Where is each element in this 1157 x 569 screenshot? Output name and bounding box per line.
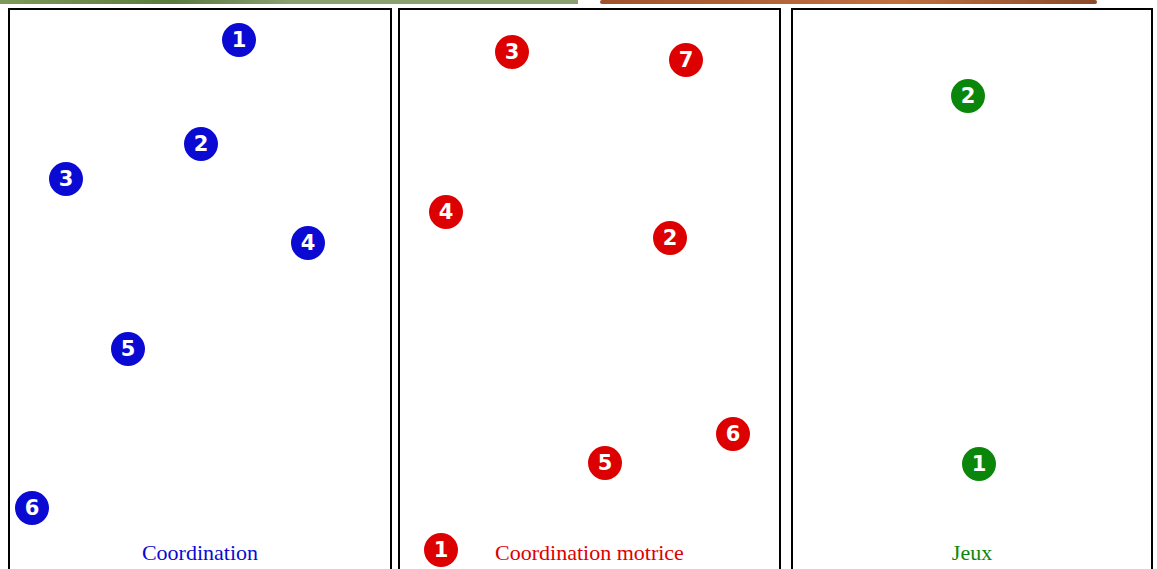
callout-number-text: 4 [301, 233, 316, 254]
callout-number-text: 7 [679, 50, 694, 71]
callout-number: 4 [429, 195, 463, 229]
callout-number: 2 [951, 79, 985, 113]
callout-number: 6 [15, 491, 49, 525]
callout-number-text: 3 [59, 169, 74, 190]
callout-number-text: 1 [232, 30, 247, 51]
callout-number: 2 [184, 127, 218, 161]
callout-number-text: 6 [726, 424, 741, 445]
callout-number: 4 [291, 226, 325, 260]
callout-number-text: 3 [505, 42, 520, 63]
callout-number: 5 [588, 446, 622, 480]
panel-title: Coordination [10, 540, 390, 566]
callout-number-text: 5 [598, 453, 613, 474]
panel-title: Jeux [793, 540, 1151, 566]
callout-number: 1 [424, 533, 458, 567]
callout-number-text: 4 [439, 202, 454, 223]
callout-number-text: 2 [961, 86, 976, 107]
callout-number: 3 [495, 35, 529, 69]
callout-number-text: 2 [663, 228, 678, 249]
callout-number-text: 6 [25, 498, 40, 519]
callout-number: 2 [653, 221, 687, 255]
category-panel: Coordination 1 2 3 4 5 6 [8, 8, 392, 569]
callout-number-text: 1 [972, 454, 987, 475]
callout-number: 6 [716, 417, 750, 451]
callout-number: 7 [669, 43, 703, 77]
callout-number: 1 [962, 447, 996, 481]
category-panel: Coordination motrice1234567 [398, 8, 781, 569]
callout-number: 3 [49, 162, 83, 196]
callout-number: 5 [111, 332, 145, 366]
category-panel: Jeux 1 2 [791, 8, 1153, 569]
callout-number-text: 1 [434, 540, 449, 561]
callout-number-text: 2 [194, 134, 209, 155]
callout-number: 1 [222, 23, 256, 57]
callout-number-text: 5 [121, 339, 136, 360]
